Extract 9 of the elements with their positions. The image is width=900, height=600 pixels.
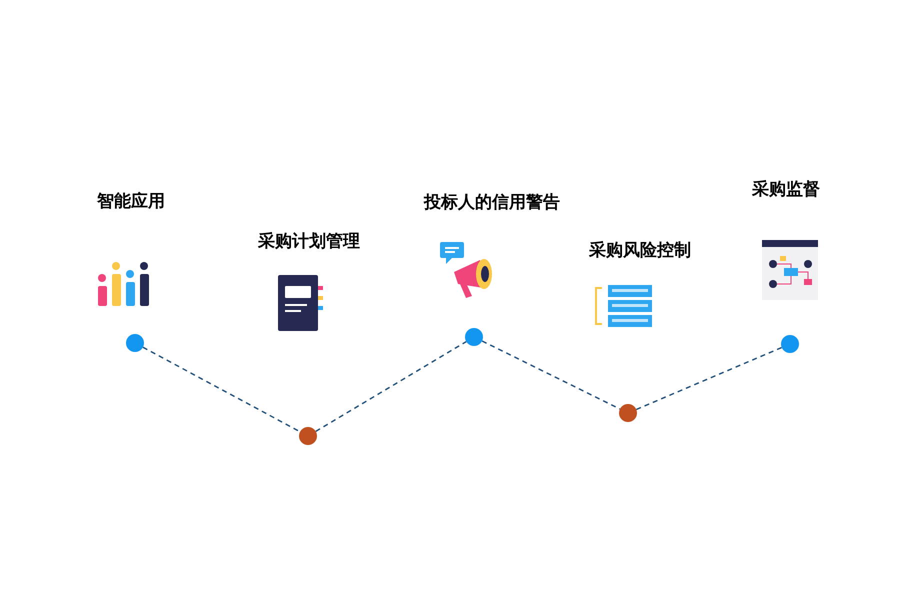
dashed-connector [636, 346, 782, 410]
dashed-connector [142, 346, 300, 432]
step-title: 投标人的信用警告 [424, 191, 560, 214]
dashed-connector [315, 341, 467, 432]
dashed-connector [482, 340, 620, 410]
step-title: 采购监督 [752, 178, 820, 202]
step-title: 智能应用 [97, 190, 165, 214]
step-title: 采购计划管理 [258, 230, 360, 254]
step-title: 采购风险控制 [589, 239, 691, 262]
